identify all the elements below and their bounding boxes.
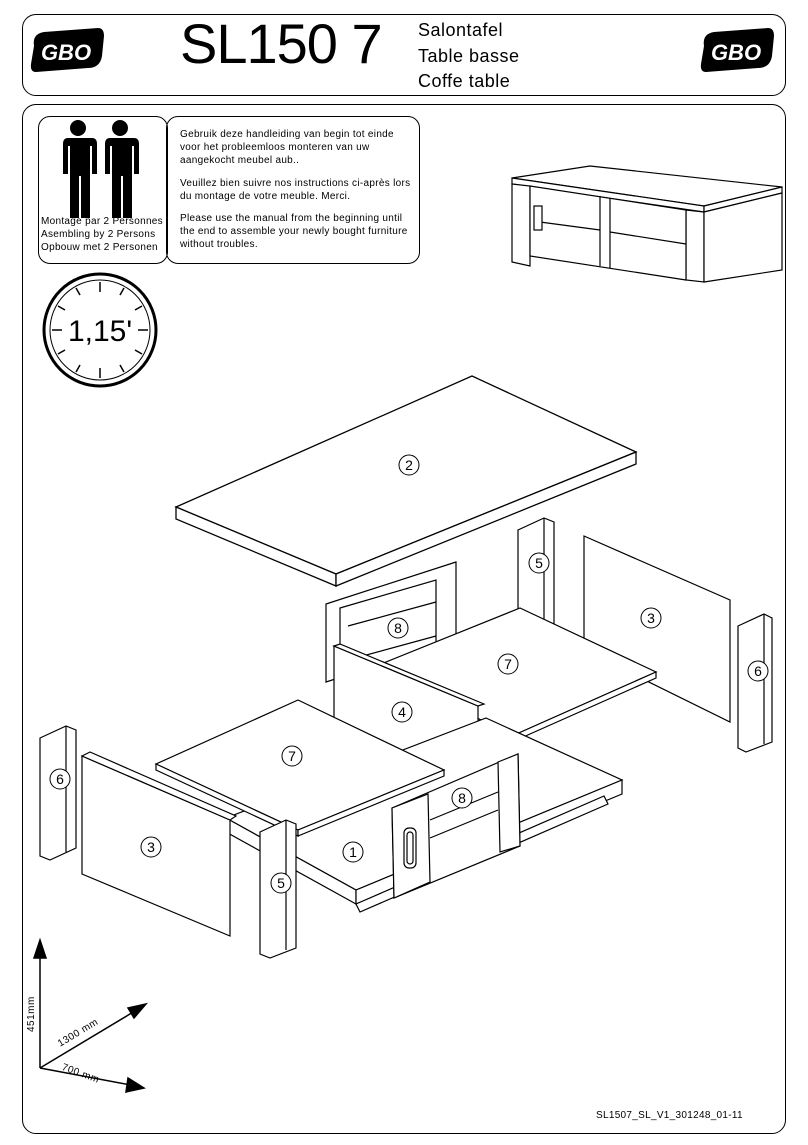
- persons-text-nl: Opbouw met 2 Personen: [41, 242, 158, 253]
- dimension-axes: [32, 937, 149, 1093]
- header-frame: [22, 14, 786, 96]
- title-nl: Salontafel: [418, 20, 504, 40]
- persons-text-fr: Montage par 2 Personnes: [41, 216, 163, 227]
- part-5-callout-left: [270, 872, 292, 894]
- instructions-fr: Veuillez bien suivre nos instructions ci…: [180, 178, 411, 202]
- title-en: Coffe table: [418, 71, 511, 91]
- instructions-en: Please use the manual from the beginning…: [180, 213, 408, 250]
- part-1-callout: [342, 841, 364, 863]
- svg-text:GBO: GBO: [41, 40, 91, 65]
- part-4-callout: [391, 701, 413, 723]
- part-7-callout-right: [497, 653, 519, 675]
- main-frame: [22, 104, 786, 1134]
- svg-text:6: 6: [56, 771, 64, 787]
- svg-text:2: 2: [405, 457, 413, 473]
- svg-text:7: 7: [504, 656, 512, 672]
- persons-text-en: Asembling by 2 Persons: [41, 229, 156, 240]
- dimension-height: 451mm: [26, 996, 37, 1032]
- post-6-left: [39, 725, 77, 861]
- part-8-callout-back: [387, 617, 409, 639]
- panel-2-top: [174, 375, 638, 587]
- persons-box: [38, 116, 168, 264]
- assembly-time: 1,15': [68, 315, 132, 348]
- brand-logo-left: GBO: [30, 28, 104, 72]
- part-8-callout-front: [451, 787, 473, 809]
- svg-text:8: 8: [458, 790, 466, 806]
- panel-8-front: [391, 753, 521, 899]
- part-3-callout-left: [140, 836, 162, 858]
- svg-text:1: 1: [349, 844, 357, 860]
- svg-text:5: 5: [277, 875, 285, 891]
- part-2-callout: [398, 454, 420, 476]
- svg-text:3: 3: [147, 839, 155, 855]
- svg-text:5: 5: [535, 555, 543, 571]
- instructions-box: [166, 116, 420, 264]
- post-6-right: [737, 613, 773, 753]
- part-3-callout-right: [640, 607, 662, 629]
- svg-text:4: 4: [398, 704, 406, 720]
- title-fr: Table basse: [418, 46, 520, 66]
- clock-icon: 1,15': [42, 272, 158, 388]
- part-6-callout-left: [49, 768, 71, 790]
- panel-3-side-right: [583, 535, 731, 723]
- shelf-7-left: [154, 699, 446, 837]
- svg-text:7: 7: [288, 748, 296, 764]
- brand-logo-right: GBO: [700, 28, 774, 72]
- document-code: SL1507_SL_V1_301248_01-11: [596, 1110, 743, 1121]
- two-persons-icon: [63, 120, 139, 218]
- part-5-callout-right: [528, 552, 550, 574]
- svg-text:3: 3: [647, 610, 655, 626]
- model-number: SL150 7: [180, 12, 383, 75]
- part-6-callout-right: [747, 660, 769, 682]
- svg-text:6: 6: [754, 663, 762, 679]
- instructions-nl: Gebruik deze handleiding van begin tot e…: [180, 129, 394, 166]
- svg-text:8: 8: [394, 620, 402, 636]
- part-7-callout-left: [281, 745, 303, 767]
- svg-text:GBO: GBO: [711, 40, 761, 65]
- finished-table-preview: [511, 165, 783, 283]
